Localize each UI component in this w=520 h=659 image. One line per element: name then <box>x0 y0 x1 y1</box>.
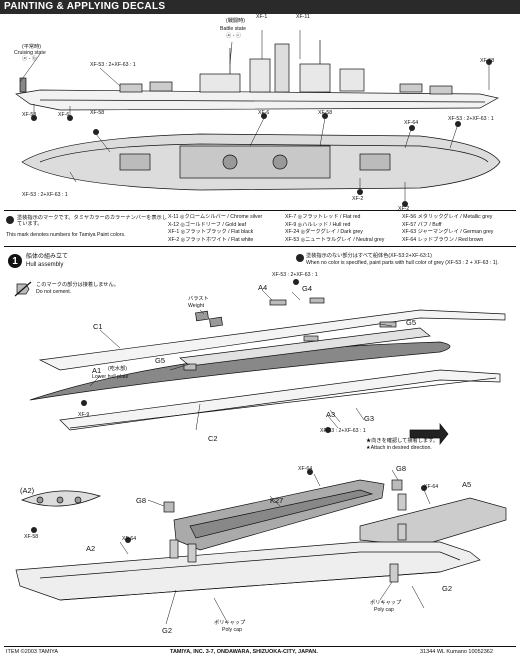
paint-xf9: XF-9 <box>78 412 90 418</box>
side-profile <box>15 40 499 111</box>
part-g5: G5 <box>406 318 417 327</box>
battle-label-jp: (戦闘時) <box>226 18 246 24</box>
legend-col-1: X-11 ◎クロームシルバー / Chrome silver X-12 ◎ゴール… <box>168 214 262 244</box>
footer-address: TAMIYA, INC. 3-7, ONDAWARA, SHIZUOKA-CIT… <box>170 649 318 655</box>
part-a2: A2 <box>86 544 96 553</box>
part-g2-a: G2 <box>442 584 453 593</box>
lower-assembly-illustration <box>15 469 507 625</box>
paint-a3: XF-53 : 2+XF-63 : 1 <box>320 428 366 434</box>
part-a1: A1 <box>92 366 102 375</box>
paint-mark-icon <box>6 216 14 224</box>
footer-rule <box>4 646 516 647</box>
legend-item: XF-7 ◎フラットレッド / Flat red <box>285 214 361 220</box>
paint-xf64-b: XF-64 <box>298 466 313 472</box>
ballast: Weight <box>188 303 205 309</box>
cruising-label-jp: (平常時) <box>22 44 42 50</box>
paint-a4: XF-53 : 2+XF-63 : 1 <box>272 272 318 278</box>
cruising-label: Cruising state <box>14 50 46 56</box>
paint-xf6-topview: XF-6 <box>258 110 270 116</box>
part-a1-desc-jp: (吃水部) <box>108 366 128 372</box>
legend-item: XF-9 ◎ハルレッド / Hull red <box>285 221 351 228</box>
paint-xf2-a: XF-2 <box>352 196 364 202</box>
polycap2-jp: ポリキャップ <box>370 600 402 606</box>
do-not-cement: Do not cement. <box>36 289 72 295</box>
legend-item: XF-63 ジャーマングレイ / German grey <box>402 229 494 236</box>
battle-label: Battle state <box>220 26 246 32</box>
paint-xf6: XF-6 <box>58 112 70 118</box>
paint-xf53-63-top: XF-53 : 2+XF-63 : 1 <box>90 62 136 68</box>
paint-mark-icon-step <box>296 254 304 262</box>
do-not-cement-jp: このマークの部分は接着しません。 <box>36 282 119 288</box>
legend-item: XF-56 メタリックグレイ / Metallic grey <box>402 214 493 220</box>
legend-top-rule <box>4 210 516 211</box>
part-a4: A4 <box>258 283 268 292</box>
part-a3: A3 <box>326 410 336 419</box>
legend-note-jp: 塗装指示のマークです。タミヤカラーのカラーナンバーを表示しています。 <box>17 215 167 227</box>
header-bar: PAINTING & APPLYING DECALS <box>0 0 520 14</box>
part-a1-desc: Lower hull plate <box>92 374 129 380</box>
legend-item: X-11 ◎クロームシルバー / Chrome silver <box>168 214 263 220</box>
part-g4: G4 <box>302 284 313 293</box>
legend-col-2: XF-7 ◎フラットレッド / Flat red XF-9 ◎ハルレッド / H… <box>285 214 384 244</box>
part-a5: A5 <box>462 480 472 489</box>
legend-item: XF-2 ◎フラットホワイト / Flat white <box>168 236 254 243</box>
paint-xf64-c: XF-64 <box>424 484 439 490</box>
legend-item: XF-57 バフ / Buff <box>402 221 442 228</box>
paint-xf58-left: XF-58 <box>22 112 37 118</box>
footer-copyright: ITEM ©2003 TAMIYA <box>6 649 59 655</box>
step-note: When no color is specified, paint parts … <box>306 260 499 266</box>
legend-col-3: XF-56 メタリックグレイ / Metallic grey XF-57 バフ … <box>402 214 493 244</box>
legend-item: XF-1 ◎フラットブラック / Flat black <box>168 229 254 236</box>
part-a2-inset: (A2) <box>20 486 35 495</box>
paint-xf58-mid: XF-58 <box>318 110 333 116</box>
legend-item: XF-64 レッドブラウン / Red brown <box>402 236 484 243</box>
legend-item: XF-24 ◎ダークグレイ / Dark grey <box>285 229 363 236</box>
paint-xf64-a: XF-64 <box>122 536 137 542</box>
part-g8-a: G8 <box>136 496 147 505</box>
step-number: 1 <box>8 254 22 268</box>
polycap-jp: ポリキャップ <box>214 620 246 626</box>
paint-xf53-63-left: XF-53 : 2+XF-63 : 1 <box>22 192 68 198</box>
attach-note-jp: ★向きを確認して接着します。 <box>366 438 438 444</box>
paint-xf1: XF-1 <box>256 14 268 20</box>
step-note-jp: 塗装指示のない部分はすべて船体色(XF-53:2+XF-63:1) <box>306 253 432 259</box>
part-g5-b: G5 <box>155 356 166 365</box>
part-c1: C1 <box>93 322 103 331</box>
do-not-cement-icon <box>14 281 32 297</box>
top-view <box>21 133 501 191</box>
top-ship-illustration <box>15 30 501 207</box>
part-g3: G3 <box>364 414 375 423</box>
paint-xf58-topview: XF-58 <box>90 110 105 116</box>
part-g8-b: G8 <box>396 464 407 473</box>
polycap: Poly cap <box>222 627 242 633</box>
polycap2: Poly cap <box>374 607 394 613</box>
legend-note: This mark denotes numbers for Tamiya Pai… <box>6 232 126 238</box>
step-title-jp: 船体の組み立て <box>26 254 69 260</box>
page-title: PAINTING & APPLYING DECALS <box>4 1 166 12</box>
attach-note: ★Attach in desired direction. <box>366 445 432 451</box>
paint-xf58-a2: XF-58 <box>24 534 39 540</box>
step-title: Hull assembly <box>26 262 64 268</box>
paint-xf64-top: XF-64 <box>404 120 419 126</box>
paint-xf2-b: XF-2 <box>398 206 410 212</box>
part-k27: K27 <box>270 496 284 505</box>
part-c2: C2 <box>208 434 218 443</box>
footer-item-code: 31344 WL Kumano 10052362 <box>420 649 493 655</box>
legend-item: XF-53 ◎ニュートラルグレイ / Neutral grey <box>285 236 385 243</box>
paint-xf58-right: XF-58 <box>480 58 495 64</box>
cruising-ab: ⓐ - ⓑ <box>22 56 37 62</box>
battle-ab: ⓐ - ⓒ <box>226 33 241 39</box>
paint-x11: XF-11 <box>296 14 310 20</box>
part-g2-b: G2 <box>162 626 173 635</box>
ballast-jp: バラスト <box>188 296 209 302</box>
paint-xf53-63-right: XF-53 : 2+XF-63 : 1 <box>448 116 494 122</box>
legend-bottom-rule <box>4 246 516 247</box>
legend-item: X-12 ◎ゴールドリーフ / Gold leaf <box>168 221 247 228</box>
hull-assembly-illustration <box>29 279 506 445</box>
